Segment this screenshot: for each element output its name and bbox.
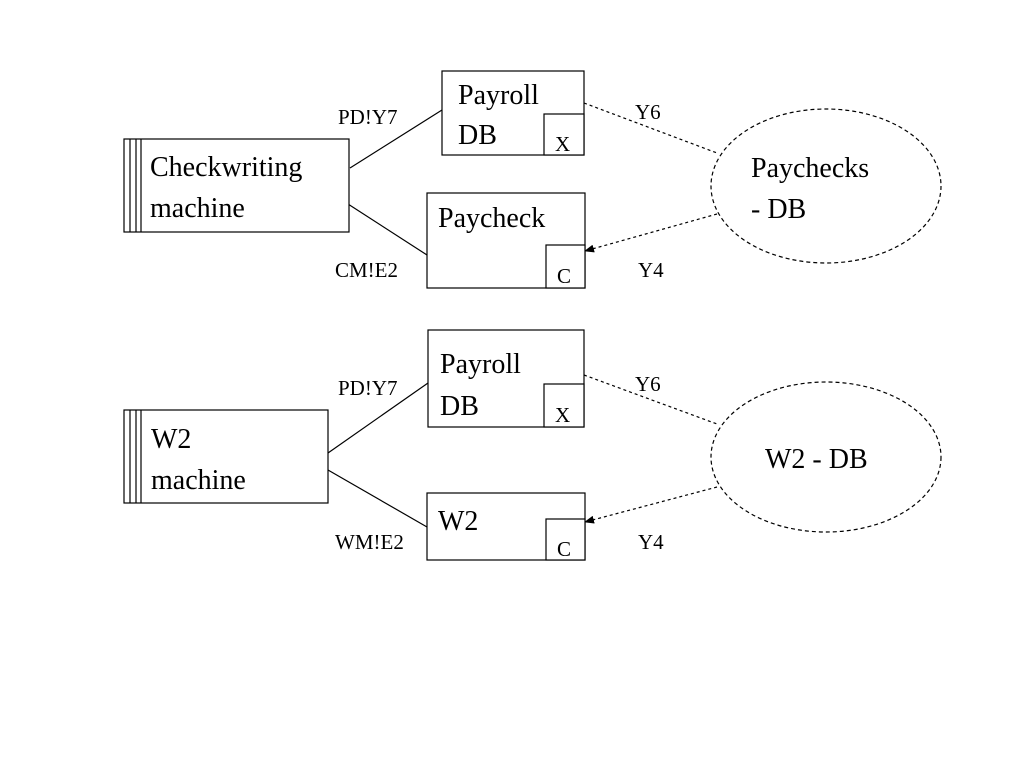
payroll-db-store: Payroll DB X — [441, 70, 585, 156]
store-label: W2 — [438, 506, 478, 537]
db-label: W2 - DB — [765, 444, 868, 475]
store-tag: C — [557, 537, 571, 561]
w2-db: W2 - DB — [710, 381, 942, 533]
paychecks-db: Paychecks - DB — [710, 108, 942, 264]
w2-store: W2 C — [426, 492, 586, 561]
checkwriting-group: Checkwriting machine Payroll DB X Payche… — [123, 70, 942, 289]
db-label-line1: Paychecks — [751, 153, 869, 184]
w2-machine: W2 machine — [123, 409, 329, 504]
db-label-line2: - DB — [751, 194, 806, 225]
edge-label: Y6 — [635, 372, 661, 396]
store-tag: X — [555, 403, 570, 427]
store-label-line1: Payroll — [458, 80, 539, 111]
edge-label: PD!Y7 — [338, 105, 398, 129]
payroll-db-store: Payroll DB X — [427, 329, 585, 428]
w2-group: W2 machine Payroll DB X W2 C W2 - DB PD!… — [123, 329, 942, 561]
edge-w2-db-to-w2 — [584, 486, 718, 524]
edge-machine-to-payroll-db — [349, 109, 443, 169]
edge-label: Y6 — [635, 100, 661, 124]
edge-paychecks-db-to-paycheck — [584, 213, 718, 253]
store-label-line1: Payroll — [440, 349, 521, 380]
machine-label-line1: W2 — [151, 424, 191, 455]
edge-label: PD!Y7 — [338, 376, 398, 400]
edge-machine-to-w2 — [327, 469, 428, 528]
store-label-line2: DB — [440, 391, 479, 422]
paycheck-store: Paycheck C — [426, 192, 586, 289]
store-label-line2: DB — [458, 120, 497, 151]
edge-label: WM!E2 — [335, 530, 404, 554]
store-label: Paycheck — [438, 203, 545, 234]
edge-machine-to-payroll-db — [327, 382, 429, 454]
machine-label-line2: machine — [151, 465, 246, 496]
edge-label: Y4 — [638, 258, 664, 282]
edge-machine-to-paycheck — [347, 203, 428, 256]
machine-label-line1: Checkwriting — [150, 152, 302, 183]
store-tag: C — [557, 264, 571, 288]
edge-label: Y4 — [638, 530, 664, 554]
store-tag: X — [555, 132, 570, 156]
machine-label-line2: machine — [150, 193, 245, 224]
checkwriting-machine: Checkwriting machine — [123, 138, 350, 233]
edge-label: CM!E2 — [335, 258, 398, 282]
